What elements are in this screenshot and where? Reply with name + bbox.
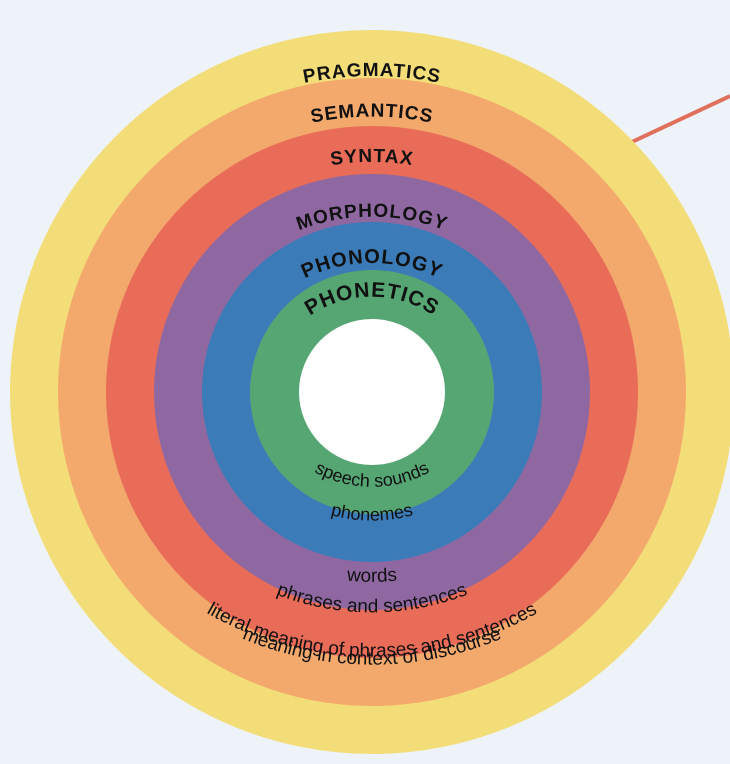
center-circle [299,319,445,465]
morphology-description: words [345,565,397,587]
syntax-label: SYNTAX [329,146,415,170]
